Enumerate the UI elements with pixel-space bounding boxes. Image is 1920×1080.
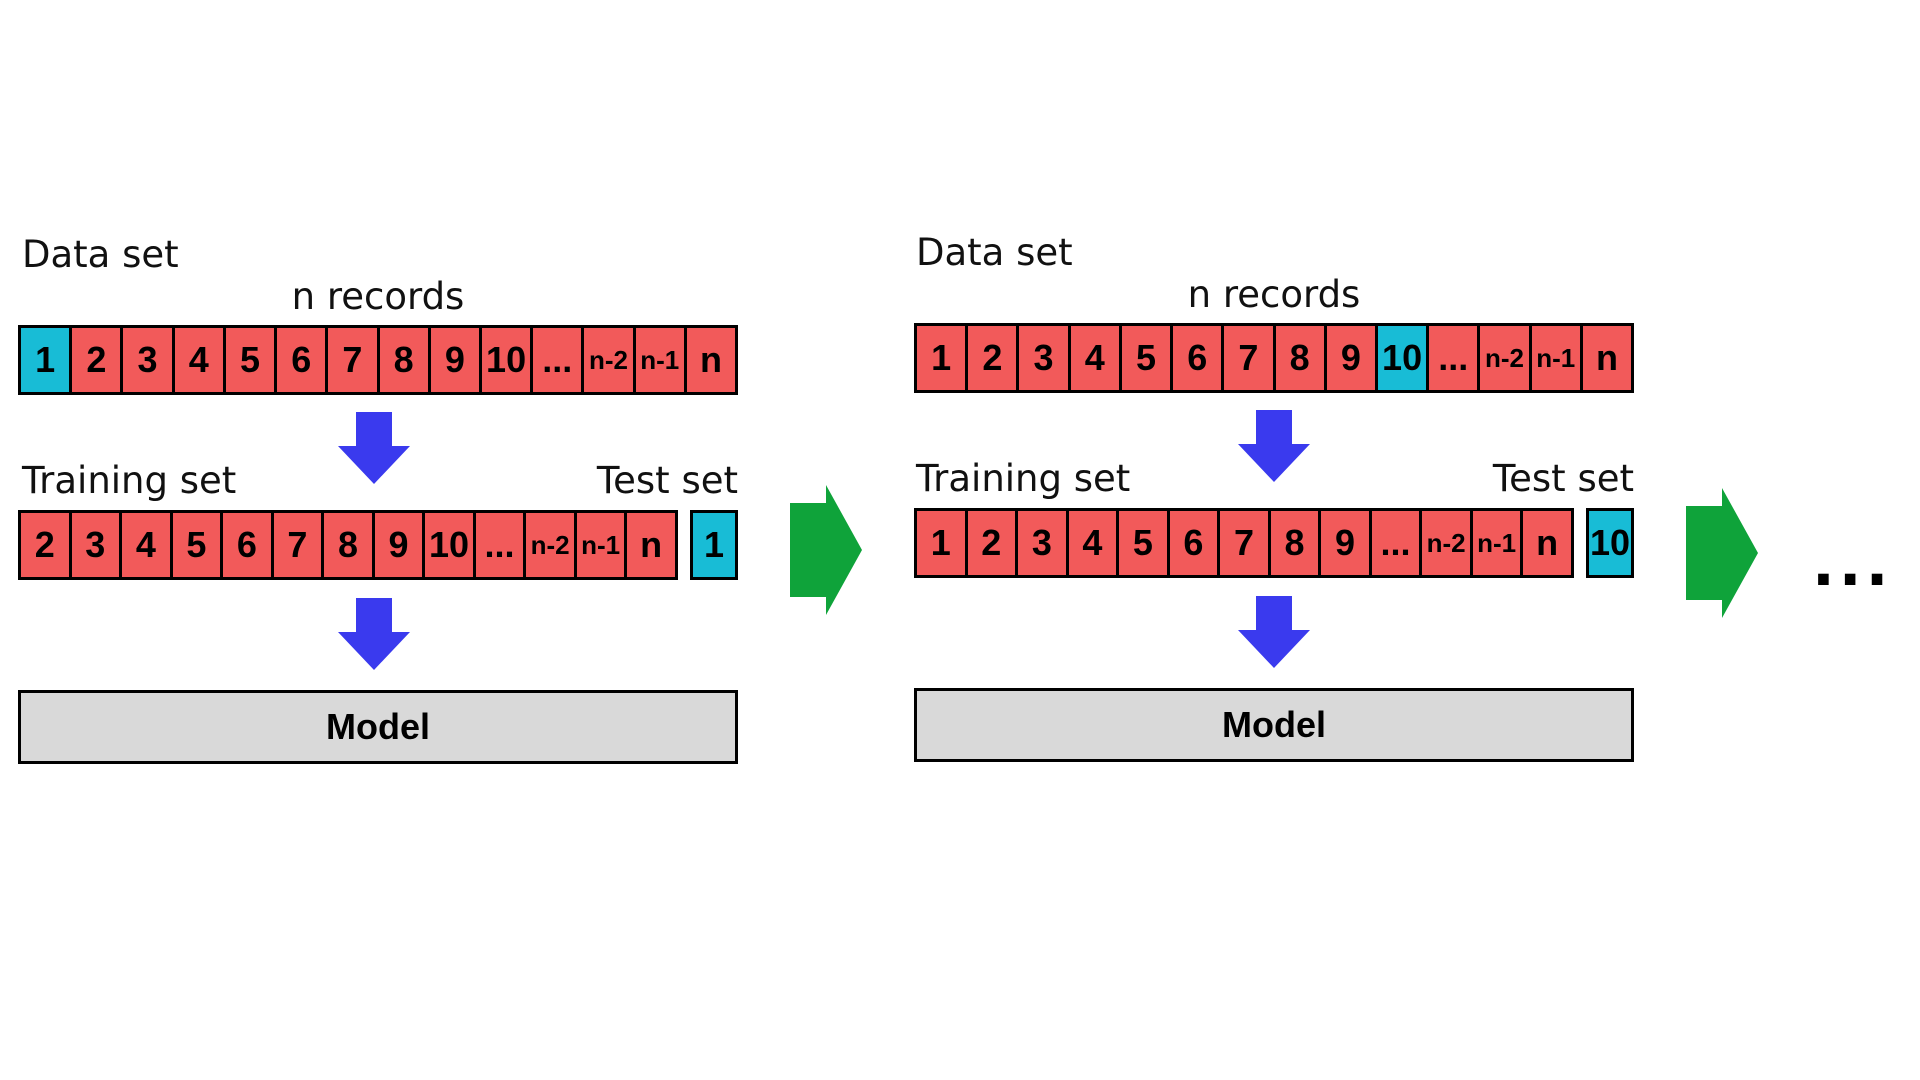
record-cell: 5 — [1119, 511, 1170, 575]
record-cell: 9 — [1326, 326, 1378, 390]
record-cell: 3 — [71, 513, 123, 577]
panel-iteration-1: Data set n records 1 2 3 4 5 6 7 8 9 10 … — [18, 0, 738, 1080]
data-set-label: Data set — [916, 231, 1073, 274]
record-cell: n — [1523, 511, 1571, 575]
record-cell: 3 — [123, 328, 175, 392]
continuation-ellipsis: ... — [1812, 530, 1893, 600]
record-cell: 9 — [430, 328, 482, 392]
record-cell: 9 — [374, 513, 426, 577]
right-arrow-icon — [790, 485, 862, 615]
record-cell: 6 — [223, 513, 274, 577]
panel-iteration-2: Data set n records 1 2 3 4 5 6 7 8 9 10 … — [914, 0, 1634, 1080]
record-cell: 2 — [968, 326, 1020, 390]
record-cell: 7 — [1220, 511, 1271, 575]
record-cell: 2 — [21, 513, 72, 577]
record-cell: 10 — [425, 513, 476, 577]
record-cell: 10 — [1377, 326, 1430, 390]
test-set-cell: 1 — [690, 510, 738, 580]
record-cell: 4 — [1068, 511, 1120, 575]
record-cell: n-1 — [635, 328, 687, 392]
record-cell: n-1 — [576, 513, 628, 577]
record-cell: n-1 — [1531, 326, 1583, 390]
training-set-label: Training set — [22, 459, 237, 502]
record-cell: n-1 — [1472, 511, 1524, 575]
n-records-label: n records — [291, 275, 465, 318]
record-cell: ... — [475, 513, 527, 577]
record-cell: 8 — [1270, 511, 1322, 575]
test-set-label: Test set — [1492, 457, 1634, 500]
down-arrow-icon — [1238, 596, 1310, 668]
record-cell: 3 — [1018, 511, 1069, 575]
n-records-label: n records — [1187, 273, 1361, 316]
record-cell: 4 — [174, 328, 226, 392]
test-set-label: Test set — [596, 459, 738, 502]
record-cell: 8 — [1275, 326, 1327, 390]
record-cell: 5 — [1121, 326, 1174, 390]
record-cell: 7 — [1224, 326, 1276, 390]
record-cell: n-2 — [526, 513, 577, 577]
record-cell: ... — [533, 328, 585, 392]
down-arrow-icon — [1238, 410, 1310, 482]
data-set-row: 1 2 3 4 5 6 7 8 9 10 ... n-2 n-1 n — [18, 325, 738, 395]
down-arrow-icon — [338, 412, 410, 484]
training-set-label: Training set — [916, 457, 1131, 500]
record-cell: 5 — [225, 328, 278, 392]
test-set-cell: 10 — [1586, 508, 1634, 578]
record-cell: n-2 — [1422, 511, 1473, 575]
record-cell: 8 — [379, 328, 431, 392]
model-box: Model — [18, 690, 738, 764]
record-cell: 3 — [1019, 326, 1071, 390]
record-cell: 6 — [277, 328, 329, 392]
data-set-label: Data set — [22, 233, 179, 276]
training-set-row: 1 2 3 4 5 6 7 8 9 ... n-2 n-1 n — [914, 508, 1574, 578]
record-cell: 1 — [21, 328, 73, 392]
record-cell: 7 — [273, 513, 325, 577]
record-cell: 1 — [917, 511, 968, 575]
record-cell: 4 — [122, 513, 173, 577]
record-cell: 5 — [172, 513, 224, 577]
record-cell: 6 — [1173, 326, 1225, 390]
data-set-row: 1 2 3 4 5 6 7 8 9 10 ... n-2 n-1 n — [914, 323, 1634, 393]
record-cell: n — [627, 513, 675, 577]
record-cell: 7 — [328, 328, 380, 392]
record-cell: n-2 — [1480, 326, 1532, 390]
training-set-row: 2 3 4 5 6 7 8 9 10 ... n-2 n-1 n — [18, 510, 678, 580]
record-cell: 1 — [917, 326, 969, 390]
record-cell: 8 — [324, 513, 375, 577]
record-cell: 10 — [481, 328, 534, 392]
record-cell: ... — [1429, 326, 1481, 390]
record-cell: ... — [1371, 511, 1423, 575]
record-cell: 9 — [1321, 511, 1372, 575]
record-cell: n — [686, 328, 736, 392]
record-cell: 4 — [1070, 326, 1122, 390]
record-cell: 2 — [72, 328, 124, 392]
model-box: Model — [914, 688, 1634, 762]
record-cell: n-2 — [584, 328, 636, 392]
right-arrow-icon — [1686, 488, 1758, 618]
record-cell: n — [1582, 326, 1632, 390]
record-cell: 2 — [967, 511, 1019, 575]
down-arrow-icon — [338, 598, 410, 670]
record-cell: 6 — [1169, 511, 1221, 575]
